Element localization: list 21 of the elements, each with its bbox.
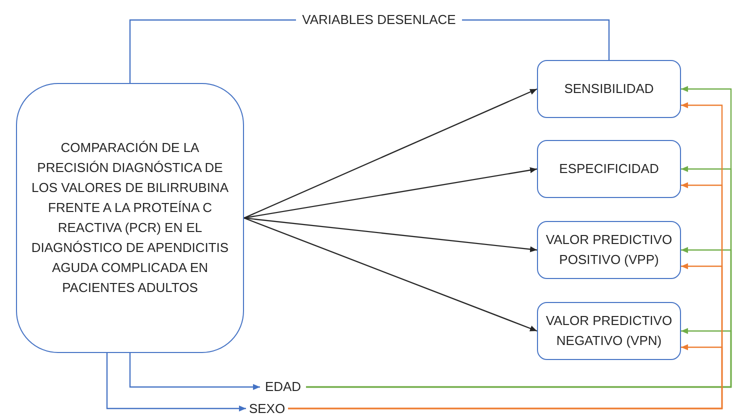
connector-arrow (288, 344, 723, 410)
variable-label: SEXO (246, 400, 288, 417)
connector-arrow (244, 88, 538, 219)
outcome-box (537, 302, 681, 360)
connector-arrow (244, 167, 538, 219)
connector-arrow (244, 217, 538, 332)
outcome-box (537, 221, 681, 279)
connector-arrow (306, 328, 732, 388)
study-title-box (16, 83, 244, 353)
box-text: ESPECIFICIDAD (559, 160, 659, 178)
connector-arrow (129, 353, 260, 390)
outcome-box (537, 60, 681, 118)
box-text: SENSIBILIDAD (564, 80, 654, 98)
connector-arrow (106, 353, 246, 412)
variable-label: VARIABLES DESENLACE (296, 10, 462, 30)
box-text: VALOR PREDICTIVO NEGATIVO (VPN) (544, 312, 674, 350)
box-text: COMPARACIÓN DE LA PRECISIÓN DIAGNÓSTICA DE LOS VALORES DE BILIRRUBINA FRENTE A LA PROTEÍNA C REACTIVA (PCR) EN EL DIAGNÓSTICO DE APENDICITIS AGUDA COMPLICADA EN PACIENTES ADULTOS (30, 139, 230, 297)
variable-label: EDAD (260, 378, 306, 396)
box-text: VALOR PREDICTIVO POSITIVO (VPP) (544, 231, 674, 269)
outcome-box (537, 140, 681, 198)
connector-arrow (244, 217, 538, 252)
